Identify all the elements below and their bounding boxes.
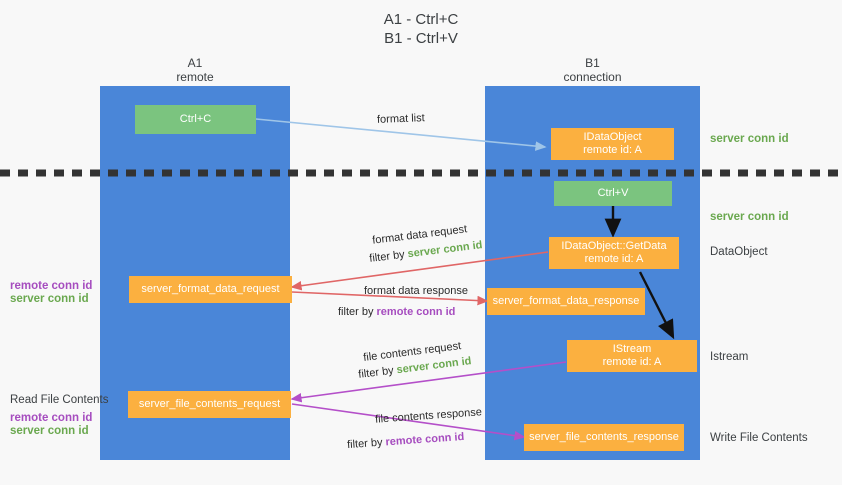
box-idataobject-getdata-line2: remote id: A bbox=[584, 253, 644, 265]
box-server-file-contents-request[interactable]: server_file_contents_request bbox=[128, 391, 291, 418]
lane-a1-role: remote bbox=[176, 70, 214, 84]
box-idataobject-getdata-line1: IDataObject::GetData bbox=[561, 240, 667, 252]
label-server-conn-id-lower: server conn id bbox=[10, 425, 89, 437]
lane-b1-name: B1 bbox=[585, 56, 600, 70]
box-ctrl-v-label: Ctrl+V bbox=[597, 187, 629, 199]
box-ctrl-c[interactable]: Ctrl+C bbox=[135, 105, 256, 134]
lane-b1-role: connection bbox=[563, 70, 622, 84]
box-istream[interactable]: IStream remote id: A bbox=[567, 340, 697, 372]
box-idataobject[interactable]: IDataObject remote id: A bbox=[551, 128, 674, 160]
edge-label-file-contents-response-filter: filter by remote conn id bbox=[347, 430, 465, 452]
box-ctrl-c-label: Ctrl+C bbox=[179, 113, 212, 125]
box-server-format-data-request-label: server_format_data_request bbox=[141, 283, 280, 295]
box-server-format-data-response[interactable]: server_format_data_response bbox=[487, 288, 645, 315]
edge-filter-key-remote-conn-id: remote conn id bbox=[385, 430, 465, 449]
box-server-file-contents-request-label: server_file_contents_request bbox=[138, 398, 281, 410]
edge-filter-key-remote-conn-id: remote conn id bbox=[376, 306, 456, 318]
edge-filter-prefix: filter by bbox=[338, 306, 377, 318]
title-line-1: A1 - Ctrl+C bbox=[383, 11, 459, 28]
label-istream: Istream bbox=[710, 351, 749, 363]
label-server-conn-id-upper: server conn id bbox=[10, 293, 89, 305]
box-idataobject-line1: IDataObject bbox=[583, 131, 642, 143]
box-istream-line2: remote id: A bbox=[602, 356, 662, 368]
box-idataobject-line2: remote id: A bbox=[583, 144, 642, 156]
box-server-format-data-response-label: server_format_data_response bbox=[492, 295, 640, 307]
edge-filter-prefix: filter by bbox=[346, 436, 386, 452]
edge-label-format-list: format list bbox=[376, 112, 425, 126]
edge-label-format-data-response-filter: filter by remote conn id bbox=[338, 305, 455, 319]
label-dataobject: DataObject bbox=[710, 246, 768, 258]
box-ctrl-v[interactable]: Ctrl+V bbox=[554, 181, 672, 206]
title-line-2: B1 - Ctrl+V bbox=[384, 30, 458, 47]
edge-label-format-data-response-line1: format data response bbox=[364, 285, 468, 297]
box-server-file-contents-response-label: server_file_contents_response bbox=[529, 431, 679, 443]
edge-label-file-contents-response-line1: file contents response bbox=[374, 406, 483, 426]
label-read-file-contents: Read File Contents bbox=[10, 394, 109, 406]
label-remote-conn-id-upper: remote conn id bbox=[10, 280, 93, 292]
label-server-conn-id-mid: server conn id bbox=[710, 211, 789, 223]
edge-filter-prefix: filter by bbox=[357, 364, 398, 381]
box-idataobject-getdata[interactable]: IDataObject::GetData remote id: A bbox=[549, 237, 679, 269]
edge-filter-key-server-conn-id: server conn id bbox=[406, 239, 484, 261]
box-istream-line1: IStream bbox=[612, 343, 652, 355]
label-server-conn-id-top: server conn id bbox=[710, 133, 789, 145]
box-server-file-contents-response[interactable]: server_file_contents_response bbox=[524, 424, 684, 451]
label-remote-conn-id-lower: remote conn id bbox=[10, 412, 93, 424]
page-title: A1 - Ctrl+C B1 - Ctrl+V bbox=[0, 10, 842, 48]
box-server-format-data-request[interactable]: server_format_data_request bbox=[129, 276, 292, 303]
edge-filter-prefix: filter by bbox=[368, 248, 409, 265]
label-write-file-contents: Write File Contents bbox=[710, 432, 808, 444]
lane-a1-name: A1 bbox=[187, 56, 203, 70]
